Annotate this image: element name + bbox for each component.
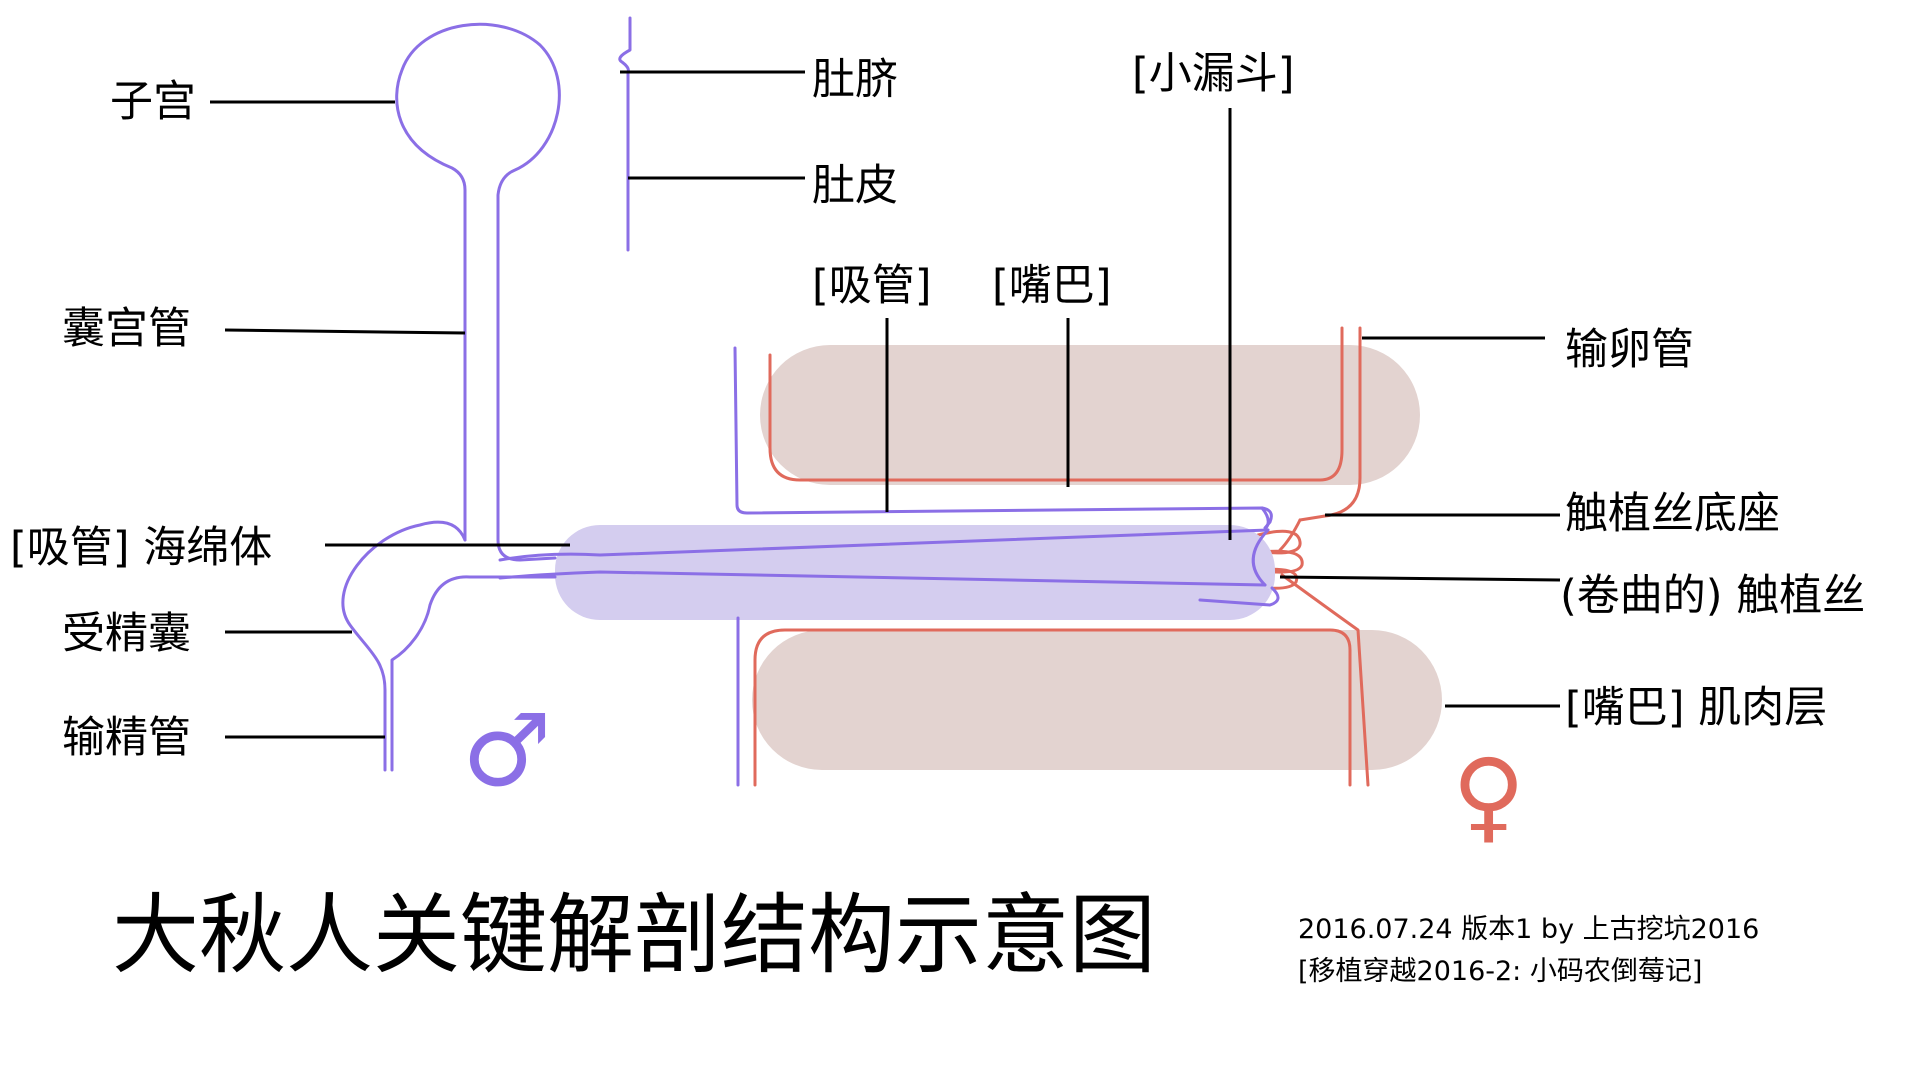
female-symbol: ♀ <box>1452 737 1525 854</box>
label-sucker-spongy: [吸管] 海绵体 <box>10 523 272 573</box>
label-sac-uterine-duct: 囊宫管 <box>62 304 191 354</box>
label-mouth-top: [嘴巴] <box>992 261 1112 311</box>
male-symbol: ♂ <box>462 692 552 809</box>
label-mouth-muscle: [嘴巴] 肌肉层 <box>1565 683 1827 733</box>
upper-muscle-layer <box>760 345 1420 485</box>
label-funnel: [小漏斗] <box>1132 49 1295 99</box>
credit-line-2: [移植穿越2016-2: 小码农倒莓记] <box>1298 956 1702 987</box>
label-oviduct: 输卵管 <box>1565 325 1694 375</box>
male-tissue-outlines <box>341 16 1280 787</box>
leader-lines <box>210 70 1561 739</box>
label-belly-skin: 肚皮 <box>812 161 898 211</box>
credit-line-1: 2016.07.24 版本1 by 上古挖坑2016 <box>1298 914 1759 945</box>
label-vas-deferens: 输精管 <box>62 713 191 763</box>
label-tentacle-base: 触植丝底座 <box>1565 489 1780 539</box>
label-uterus: 子宫 <box>110 77 196 127</box>
label-curled-tentacle: (卷曲的) 触植丝 <box>1560 571 1865 621</box>
label-navel: 肚脐 <box>812 55 898 105</box>
label-sucker-top: [吸管] <box>812 261 932 311</box>
label-seminal-sac: 受精囊 <box>62 609 191 659</box>
female-tissue-outlines <box>753 326 1370 787</box>
lower-muscle-layer <box>752 630 1442 770</box>
diagram-title: 大秋人关键解剖结构示意图 <box>112 884 1156 986</box>
